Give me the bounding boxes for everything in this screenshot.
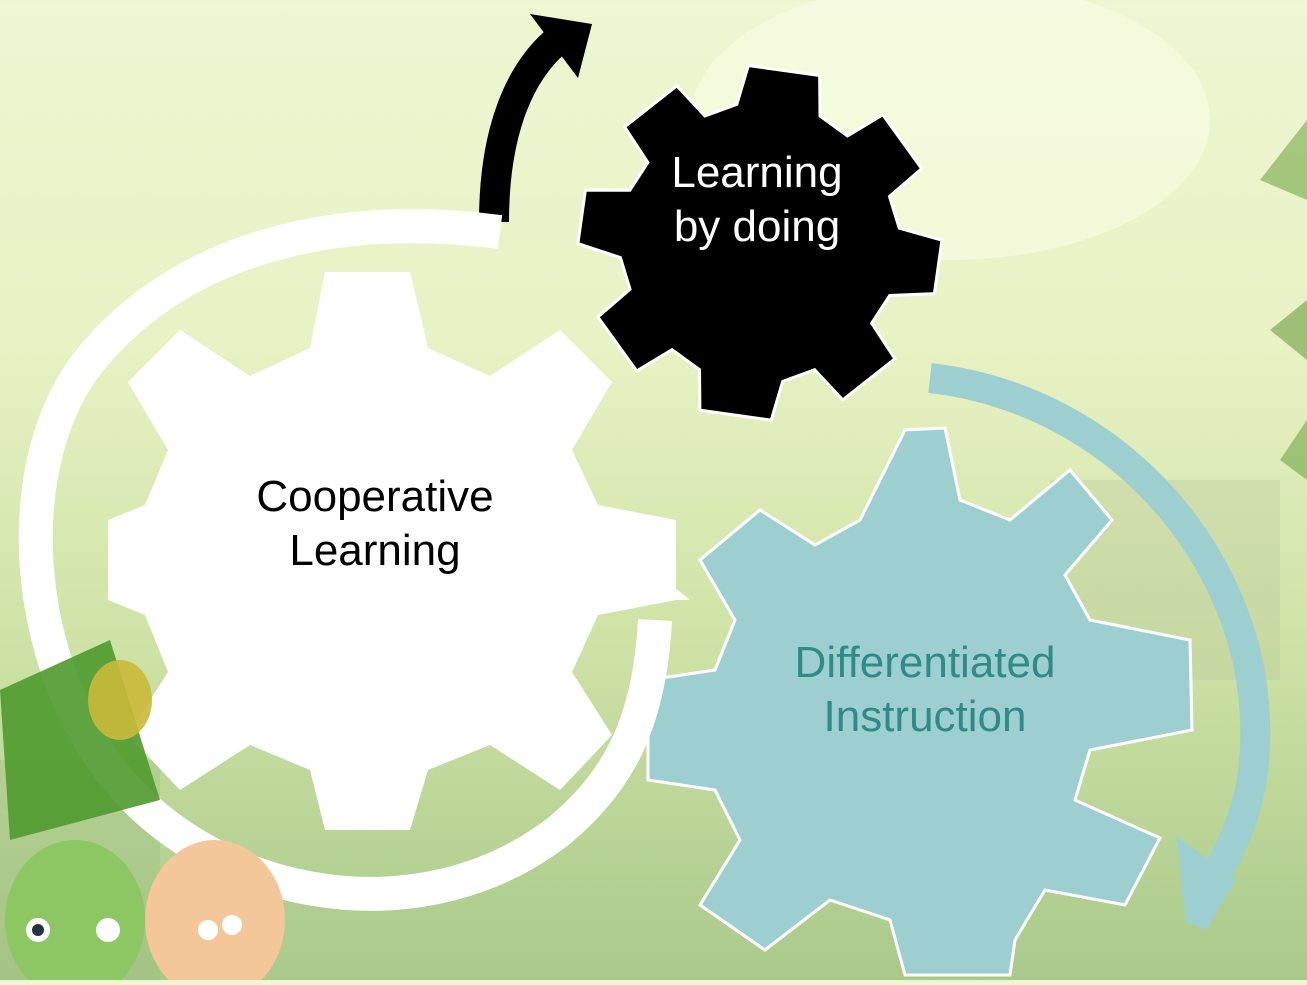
cooperative-learning-gear-shape [108, 272, 676, 830]
mascot-green [5, 840, 145, 985]
differentiated-instruction-line-1: Differentiated [794, 638, 1056, 687]
learning-by-doing-line-2: by doing [673, 202, 841, 251]
cooperative-learning-line-1: Cooperative [256, 472, 494, 521]
learning-by-doing-gear [576, 63, 944, 422]
differentiated-instruction-label: Differentiated Instruction [750, 636, 1100, 744]
black-arrow [479, 14, 592, 223]
learning-by-doing-line-1: Learning [671, 148, 843, 197]
learning-by-doing-label: Learning by doing [652, 146, 862, 254]
mascot-characters [0, 640, 285, 985]
mascot-orange [145, 840, 285, 985]
cooperative-learning-gear [108, 272, 676, 830]
differentiated-instruction-gear-shape [646, 426, 1194, 977]
cooperative-learning-label: Cooperative Learning [230, 470, 520, 578]
differentiated-instruction-line-2: Instruction [823, 692, 1027, 741]
differentiated-instruction-gear [646, 426, 1194, 977]
learning-by-doing-gear-shape [576, 63, 944, 422]
teal-arrow [928, 363, 1271, 930]
cooperative-learning-line-2: Learning [289, 526, 461, 575]
